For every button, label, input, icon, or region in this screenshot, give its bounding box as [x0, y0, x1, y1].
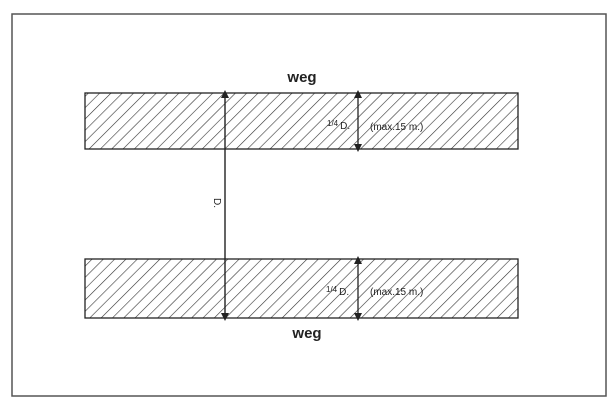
diagram-frame — [11, 13, 607, 397]
bottom-fraction-suffix: D. — [339, 287, 349, 298]
top-fraction-suffix: D. — [340, 121, 350, 132]
top-setback-zone — [84, 92, 519, 150]
distance-label: D. — [211, 198, 222, 208]
bottom-road-label: weg — [291, 325, 321, 342]
top-fraction: 1/4 — [327, 119, 339, 128]
bottom-max-note: (max.15 m.) — [370, 287, 423, 298]
bottom-setback-zone — [84, 258, 519, 319]
top-road-label: weg — [286, 69, 316, 86]
bottom-fraction: 1/4 — [326, 285, 338, 294]
top-max-note: (max.15 m.) — [370, 122, 423, 133]
